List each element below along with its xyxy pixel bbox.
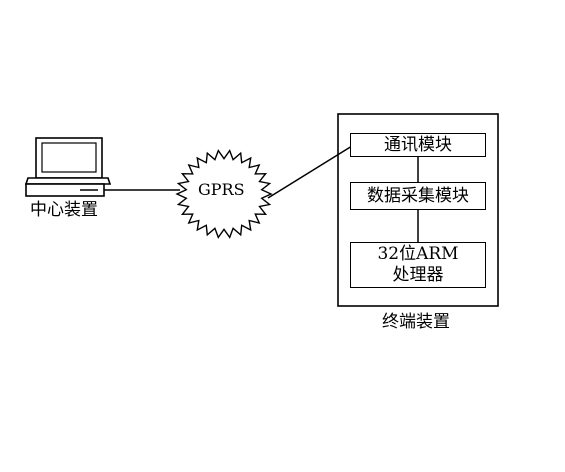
terminal-device-label: 终端装置 bbox=[382, 312, 450, 332]
processor-module-box: 32位ARM 处理器 bbox=[350, 242, 486, 288]
comm-module-label: 通讯模块 bbox=[384, 134, 452, 155]
link-gprs-terminal bbox=[267, 145, 353, 199]
terminal-frame bbox=[337, 113, 499, 307]
computer-icon bbox=[24, 137, 112, 197]
comm-module-box: 通讯模块 bbox=[350, 133, 486, 157]
processor-label-line2: 处理器 bbox=[392, 265, 444, 285]
gprs-cloud-shape bbox=[175, 149, 273, 239]
acquisition-module-label: 数据采集模块 bbox=[367, 185, 469, 206]
acquisition-module-box: 数据采集模块 bbox=[350, 182, 486, 210]
processor-label-line1: 32位ARM bbox=[377, 244, 459, 264]
gprs-label: GPRS bbox=[198, 180, 245, 199]
center-device-label: 中心装置 bbox=[30, 200, 98, 220]
